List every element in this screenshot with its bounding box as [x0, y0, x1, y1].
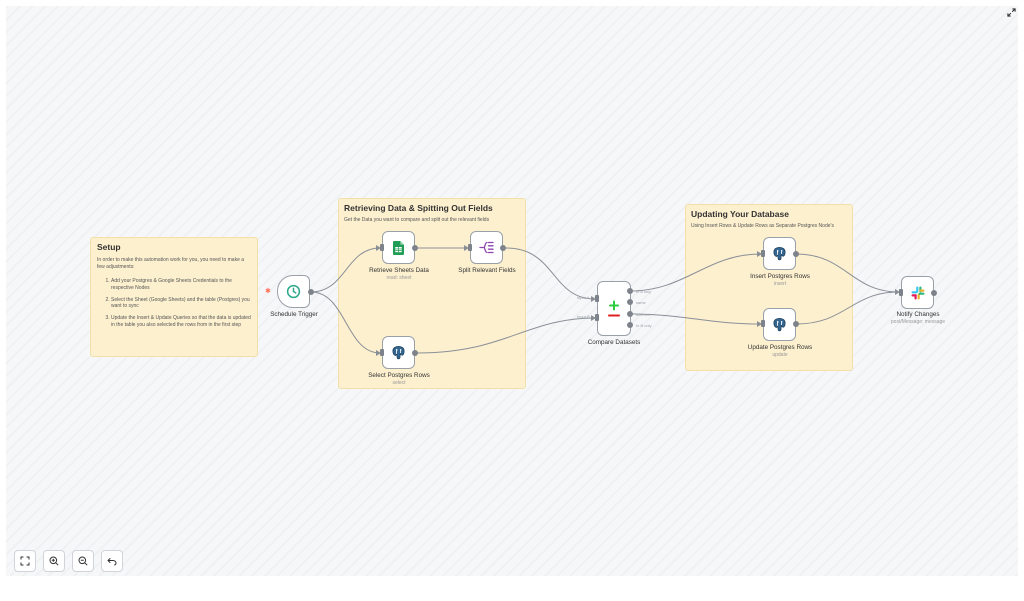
node-select-postgres-rows[interactable] — [382, 336, 415, 369]
node-label: Insert Postgres Rows — [750, 273, 810, 280]
setup-title: Setup — [97, 242, 121, 252]
node-subtitle: update — [772, 352, 788, 358]
postgres-icon — [773, 247, 786, 261]
output-port[interactable] — [412, 245, 418, 251]
output-label: different — [636, 312, 651, 317]
input-port-b[interactable] — [595, 314, 599, 321]
output-port[interactable] — [627, 311, 633, 317]
zoom-out-button[interactable] — [72, 550, 94, 572]
input-port[interactable] — [380, 349, 384, 356]
google-sheets-icon — [393, 240, 404, 255]
zoom-out-icon — [78, 556, 88, 566]
zoom-in-icon — [49, 556, 59, 566]
node-label: Update Postgres Rows — [747, 344, 813, 351]
node-label: Split Relevant Fields — [458, 267, 516, 274]
node-retrieve-sheets-data[interactable] — [382, 231, 415, 264]
node-label: Schedule Trigger — [270, 311, 318, 318]
zoom-in-button[interactable] — [43, 550, 65, 572]
node-label: Compare Datasets — [587, 339, 641, 346]
setup-step: Select the Sheet (Google Sheets) and the… — [111, 297, 251, 311]
reset-zoom-button[interactable] — [101, 550, 123, 572]
node-schedule-trigger[interactable] — [277, 275, 310, 308]
trigger-bolt-icon: ✱ — [265, 288, 271, 295]
fit-view-button[interactable] — [14, 550, 36, 572]
input-port[interactable] — [468, 244, 472, 251]
node-subtitle: select — [392, 380, 406, 386]
retrieving-title: Retrieving Data & Spitting Out Fields — [344, 203, 493, 213]
input-port-a[interactable] — [595, 295, 599, 302]
updating-subtitle: Using Insert Rows & Update Rows as Separ… — [691, 223, 834, 229]
output-label: same — [636, 300, 646, 305]
output-port[interactable] — [793, 251, 799, 257]
postgres-icon — [392, 346, 405, 360]
input-port[interactable] — [761, 250, 765, 257]
input-port[interactable] — [761, 320, 765, 327]
fit-view-icon — [20, 556, 30, 566]
node-notify-changes[interactable] — [901, 276, 934, 309]
node-compare-datasets[interactable] — [597, 281, 631, 336]
output-port[interactable] — [627, 299, 633, 305]
node-subtitle: insert — [773, 281, 787, 287]
split-out-icon — [479, 241, 494, 254]
postgres-icon — [773, 318, 786, 332]
sticky-note-retrieving[interactable]: Retrieving Data & Spitting Out Fields Ge… — [338, 198, 526, 389]
node-label: Select Postgres Rows — [368, 372, 430, 379]
output-label: In A only — [636, 289, 652, 294]
clock-icon — [286, 284, 301, 299]
undo-icon — [107, 558, 117, 566]
output-port[interactable] — [500, 245, 506, 251]
setup-step: Update the Insert & Update Queries so th… — [111, 315, 251, 329]
node-split-relevant-fields[interactable] — [470, 231, 503, 264]
expand-icon[interactable] — [1006, 7, 1017, 18]
sticky-note-setup[interactable]: Setup In order to make this automation w… — [90, 237, 258, 357]
input-port[interactable] — [899, 289, 903, 296]
output-port[interactable] — [308, 289, 314, 295]
setup-step: Add your Postgres & Google Sheets Creden… — [111, 278, 251, 292]
slack-icon — [911, 286, 924, 299]
compare-icon — [608, 300, 620, 316]
node-subtitle: post/Message: message — [890, 319, 946, 325]
updating-title: Updating Your Database — [691, 209, 789, 219]
output-port[interactable] — [627, 322, 633, 328]
node-subtitle: read: sheet — [386, 275, 412, 281]
setup-intro: In order to make this automation work fo… — [97, 257, 245, 270]
node-update-postgres-rows[interactable] — [763, 308, 796, 341]
output-port[interactable] — [627, 288, 633, 294]
output-port[interactable] — [931, 290, 937, 296]
node-label: Notify Changes — [896, 311, 940, 318]
input-port[interactable] — [380, 244, 384, 251]
retrieving-subtitle: Get the Data you want to compare and spl… — [344, 217, 490, 223]
node-label: Retrieve Sheets Data — [369, 267, 429, 274]
input-label: Input B — [577, 314, 590, 319]
output-label: In B only — [636, 323, 652, 328]
node-insert-postgres-rows[interactable] — [763, 237, 796, 270]
input-label: Input A — [577, 295, 590, 300]
output-port[interactable] — [793, 321, 799, 327]
workflow-canvas[interactable]: Setup In order to make this automation w… — [6, 6, 1018, 576]
setup-steps: Add your Postgres & Google Sheets Creden… — [97, 278, 251, 329]
output-port[interactable] — [412, 350, 418, 356]
